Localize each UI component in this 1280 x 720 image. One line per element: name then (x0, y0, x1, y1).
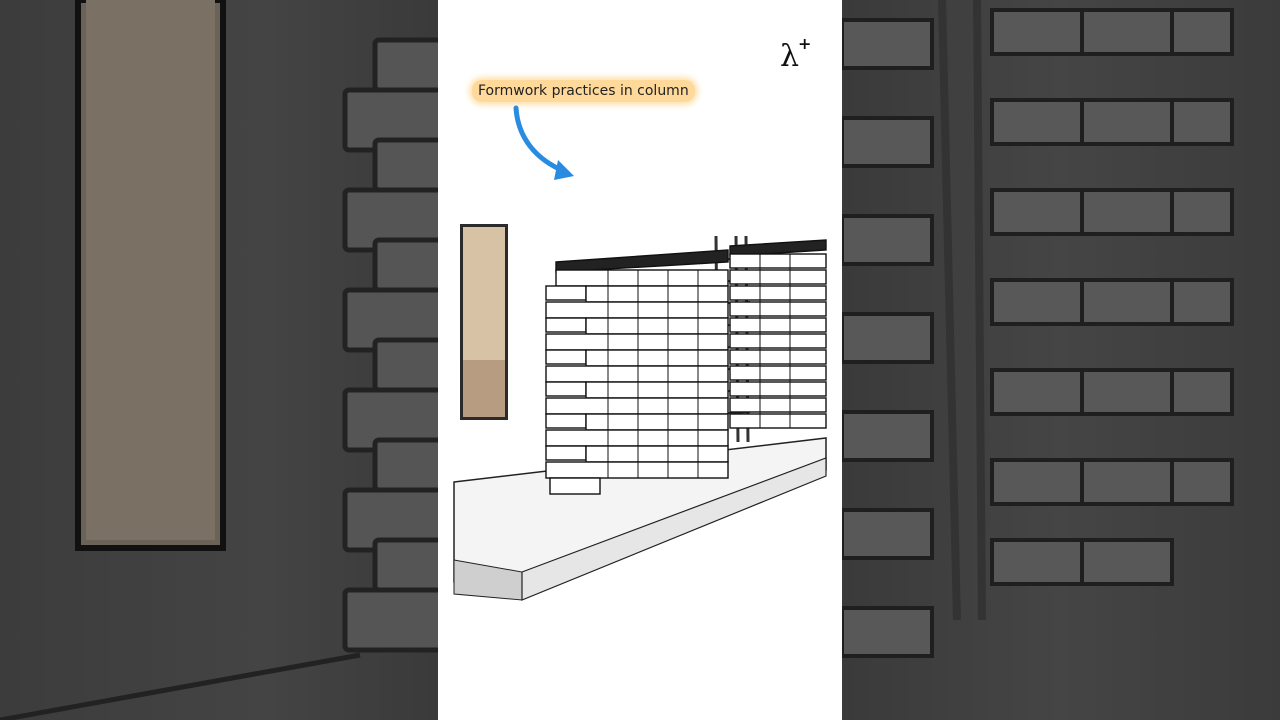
main-brick-stack (545, 249, 729, 495)
video-frame: λ + Formwork practices in column (438, 0, 842, 720)
logo-lambda: λ (780, 39, 800, 74)
brick-column-illustration (453, 224, 827, 601)
lambda-plus-logo-icon: λ + (778, 34, 818, 78)
background-left-blur (0, 0, 438, 720)
background-left-illustration (0, 0, 438, 720)
brick-joints (607, 254, 791, 478)
curved-arrow-icon (513, 105, 574, 180)
rear-brick-stack (729, 239, 827, 429)
caption-label: Formwork practices in column (472, 80, 695, 102)
formwork-panel (460, 224, 508, 420)
background-right-blur (842, 0, 1280, 720)
logo-plus: + (798, 34, 812, 53)
background-right-illustration (842, 0, 1234, 658)
